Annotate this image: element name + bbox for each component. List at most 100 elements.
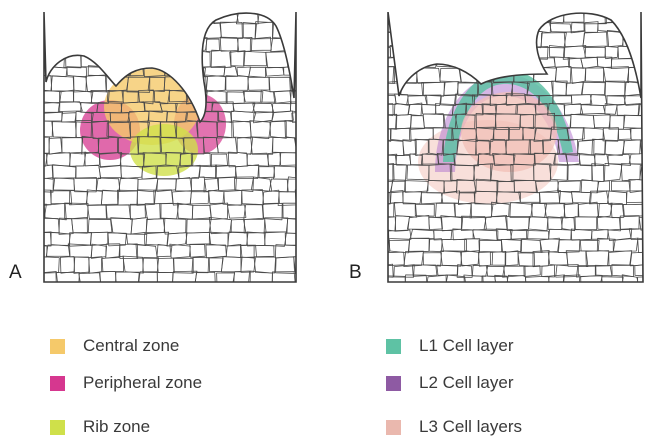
cell-wall	[172, 12, 193, 23]
meristem-a-drawing	[40, 12, 298, 286]
cell-wall	[383, 12, 401, 24]
cell-wall	[513, 46, 534, 58]
cell-wall	[88, 12, 108, 22]
cell-wall	[281, 12, 296, 23]
cell-wall	[103, 50, 123, 67]
cell-wall	[184, 284, 205, 286]
cell-wall	[120, 12, 140, 22]
cell-wall	[450, 32, 470, 47]
cell-wall	[205, 284, 228, 286]
panel-a-meristem-zones	[40, 12, 298, 286]
cell-wall	[431, 47, 453, 58]
cell-wall	[175, 51, 190, 68]
cell-wall	[411, 47, 432, 59]
cell-wall	[109, 38, 121, 52]
panel-letter-a: A	[9, 262, 22, 284]
panel-letter-b: B	[349, 262, 362, 284]
cell-wall	[95, 22, 119, 38]
cell-wall	[40, 284, 57, 286]
cell-wall	[552, 285, 573, 286]
cell-wall	[491, 32, 508, 48]
cell-wall	[78, 21, 97, 39]
cell-wall	[521, 285, 535, 286]
cell-wall	[46, 37, 63, 52]
cell-wall	[492, 58, 508, 69]
legend-label: Central zone	[83, 336, 179, 356]
cell-wall	[413, 22, 437, 32]
cell-wall	[635, 57, 645, 68]
cell-wall	[40, 12, 59, 23]
cell-wall	[75, 37, 92, 52]
l3-cell-layers-swatch	[386, 420, 401, 435]
legend-item-peripheral-zone: Peripheral zone	[50, 373, 202, 393]
peripheral-zone-swatch	[50, 376, 65, 391]
cell-wall	[491, 45, 514, 58]
cell-wall	[123, 51, 137, 68]
cell-wall	[229, 283, 249, 286]
cell-wall	[520, 58, 538, 69]
cell-wall	[619, 23, 641, 32]
legend-item-central-zone: Central zone	[50, 336, 179, 356]
cell-wall	[289, 283, 298, 286]
legend-item-rib-zone: Rib zone	[50, 417, 150, 437]
cell-wall	[477, 58, 493, 68]
cell-wall	[169, 37, 189, 52]
cell-wall	[270, 284, 289, 286]
rib-zone	[130, 124, 198, 176]
cell-wall	[622, 285, 639, 286]
cell-wall	[396, 31, 411, 46]
cell-wall	[107, 12, 120, 24]
legend-item-l2-cell-layer: L2 Cell layer	[386, 373, 514, 393]
central-zone-swatch	[50, 339, 65, 354]
cell-wall	[477, 24, 492, 33]
cell-wall	[513, 12, 535, 24]
cell-wall	[470, 31, 492, 48]
cell-wall	[64, 22, 79, 39]
cell-wall	[248, 283, 271, 286]
panel-b-cell-layers	[383, 12, 645, 286]
cell-wall	[153, 12, 171, 24]
cell-wall	[493, 22, 516, 31]
cell-wall	[139, 12, 153, 24]
cell-wall	[476, 12, 496, 24]
legend-label: Rib zone	[83, 417, 150, 437]
cell-wall	[392, 22, 415, 31]
cell-wall	[457, 12, 476, 24]
cell-wall	[152, 283, 167, 286]
cell-wall	[115, 284, 138, 286]
rib-zone-swatch	[50, 420, 65, 435]
legend-item-l1-cell-layer: L1 Cell layer	[386, 336, 514, 356]
cell-wall	[417, 285, 440, 286]
cell-wall	[119, 23, 133, 39]
legend-item-l3-cell-layers: L3 Cell layers	[386, 417, 522, 437]
legend-label: L2 Cell layer	[419, 373, 514, 393]
cell-wall	[154, 22, 175, 39]
cell-wall	[61, 37, 76, 52]
cell-wall	[132, 21, 153, 39]
legend-label: L1 Cell layer	[419, 336, 514, 356]
cell-wall	[167, 283, 185, 286]
cell-wall	[455, 24, 478, 33]
cell-wall	[90, 37, 109, 52]
cell-wall	[607, 285, 622, 286]
cell-wall	[136, 285, 152, 286]
cell-wall	[121, 38, 136, 52]
cell-wall	[57, 284, 73, 286]
cell-wall	[456, 57, 477, 68]
cell-wall	[60, 12, 74, 22]
cell-wall	[494, 12, 515, 23]
cell-wall	[643, 114, 645, 130]
cell-wall	[72, 283, 97, 286]
cell-wall	[153, 37, 171, 52]
cell-wall	[175, 22, 198, 39]
meristem-b-drawing	[383, 12, 645, 286]
cell-wall	[419, 12, 437, 23]
cell-wall	[400, 12, 420, 22]
cell-wall	[506, 58, 521, 68]
cell-wall	[435, 22, 457, 33]
l1-cell-layer-swatch	[386, 339, 401, 354]
cell-wall	[97, 283, 117, 286]
cell-wall	[383, 275, 388, 286]
cell-wall	[452, 46, 475, 59]
cell-wall	[439, 285, 459, 286]
